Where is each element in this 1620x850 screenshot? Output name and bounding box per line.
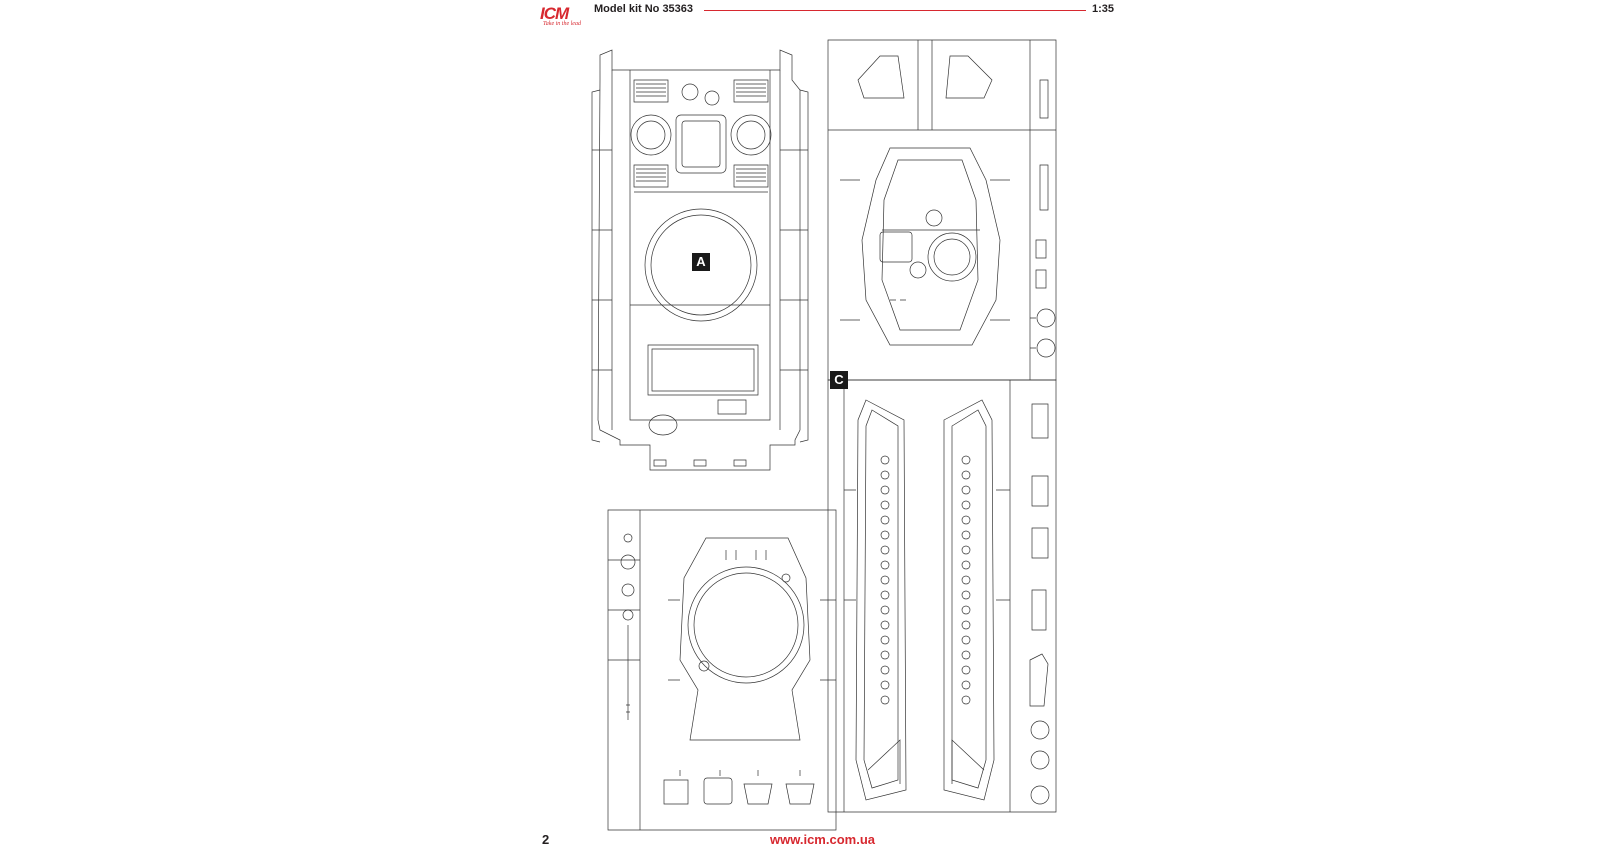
logo-tagline: Take in the lead <box>543 21 581 27</box>
hull-top-part <box>592 50 808 470</box>
page-number: 2 <box>542 832 550 847</box>
sprue-c-label: C <box>830 371 848 389</box>
website-link[interactable]: www.icm.com.ua <box>770 832 875 847</box>
sprue-a-label: A <box>692 253 710 271</box>
header-divider <box>704 10 1086 11</box>
sprue-c-frame <box>828 40 1056 380</box>
side-skirts <box>828 380 1056 812</box>
logo-text: ICM <box>540 4 569 23</box>
kit-number: Model kit No 35363 <box>594 3 694 15</box>
icm-logo: ICM Take in the lead <box>540 4 588 30</box>
scale-label: 1:35 <box>1092 3 1115 15</box>
turret-roof-sprue <box>608 510 836 830</box>
